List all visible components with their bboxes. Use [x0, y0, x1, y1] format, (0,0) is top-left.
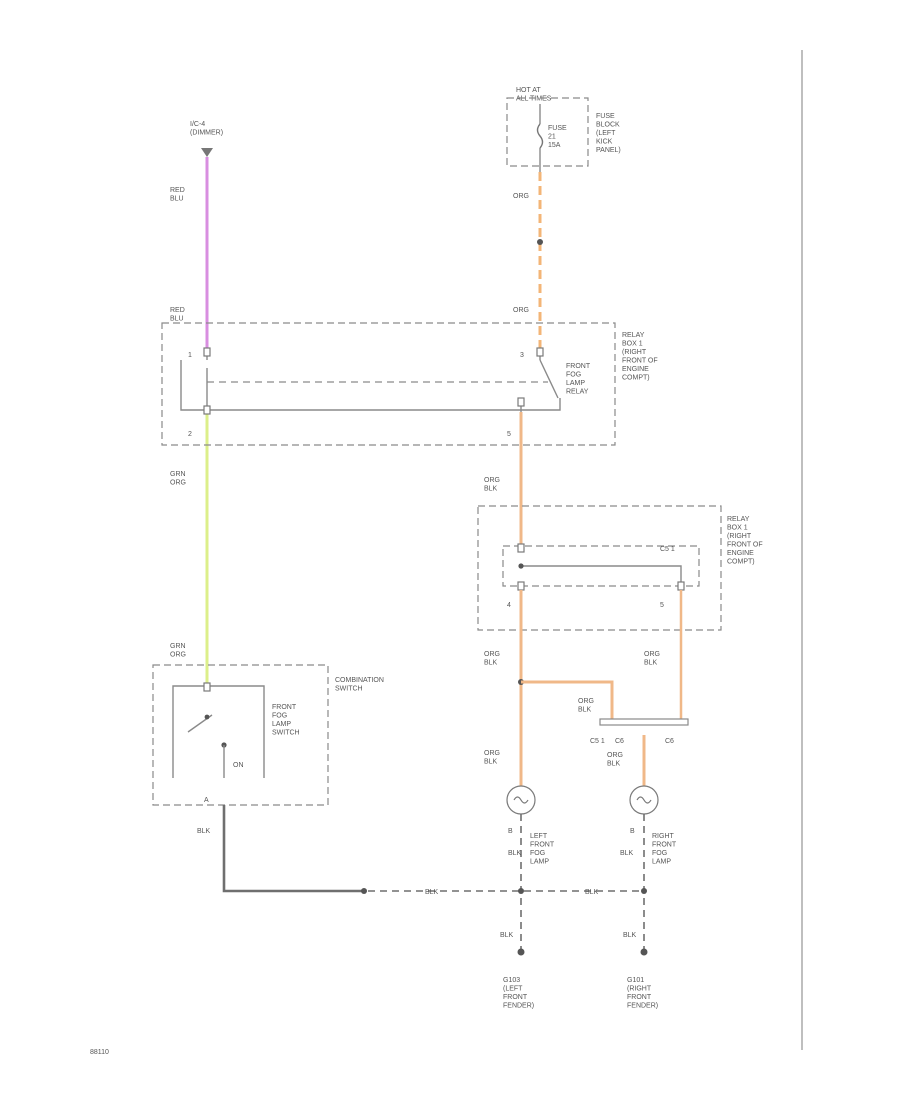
wire-org-blk-branch: [521, 680, 614, 720]
relay-1-pin-3: 3: [520, 352, 524, 359]
relay-2-pin-5: 5: [660, 602, 664, 609]
relay-2-pin-4: 4: [507, 602, 511, 609]
switch-on-label: ON: [233, 762, 244, 769]
relay-1-terminal-5: [517, 397, 525, 407]
relay-2-internals: [517, 543, 685, 591]
dimmer-source-label: I/C-4(DIMMER): [190, 121, 223, 137]
relay-2-coil-box: [502, 545, 700, 587]
relay-1-internals: [180, 352, 561, 412]
relay-1-terminal-3: [536, 347, 544, 357]
ground-splice-right: [641, 888, 647, 894]
switch-pin-a: A: [204, 797, 209, 804]
combination-switch-box: [152, 664, 329, 806]
wire-blk-switch-ground: [222, 805, 362, 893]
ground-point-left: [517, 948, 525, 956]
relay-1-terminal-2: [203, 405, 211, 415]
relay-1-terminal-1: [203, 347, 211, 357]
left-lamp-pin-b: B: [508, 828, 513, 835]
wire-label-org-top: ORG: [513, 193, 529, 200]
wire-label-org-bottom: ORG: [513, 307, 529, 314]
fuse-symbol: [536, 104, 544, 172]
relay-box-1: [161, 322, 616, 446]
right-lamp-pin-b: B: [630, 828, 635, 835]
relay-2-pin-top: C5 1: [660, 546, 675, 553]
relay-1-pin-2: 2: [188, 431, 192, 438]
relay-1-pin-5: 5: [507, 431, 511, 438]
wire-label-blk-bus-left: BLK: [425, 889, 439, 896]
junction-org: [537, 239, 543, 245]
right-fog-lamp: [629, 785, 659, 815]
fuse-block-box: [506, 97, 589, 167]
wire-label-blk-right-ground: BLK: [623, 932, 637, 939]
wire-label-blk-right-lamp: BLK: [620, 850, 634, 857]
ground-splice-mid: [518, 888, 524, 894]
dimmer-source-terminal: [201, 148, 213, 157]
connector-pin-c6-mid: C6: [615, 738, 624, 745]
connector-splice: [599, 718, 689, 726]
diagram-id: 88110: [90, 1049, 109, 1056]
ground-splice-left: [361, 888, 367, 894]
wire-label-blk-left-lamp: BLK: [508, 850, 522, 857]
wire-label-blk-switch: BLK: [197, 828, 211, 835]
wire-label-blk-bus-right: BLK: [585, 889, 599, 896]
connector-pin-c6-right: C6: [665, 738, 674, 745]
fog-lamp-switch: [172, 682, 265, 778]
left-fog-lamp: [506, 785, 536, 815]
relay-1-pin-1: 1: [188, 352, 192, 359]
ground-point-right: [640, 948, 648, 956]
relay-box-2: [477, 505, 722, 631]
wire-label-blk-left-ground: BLK: [500, 932, 514, 939]
connector-pin-c5: C5 1: [590, 738, 605, 745]
